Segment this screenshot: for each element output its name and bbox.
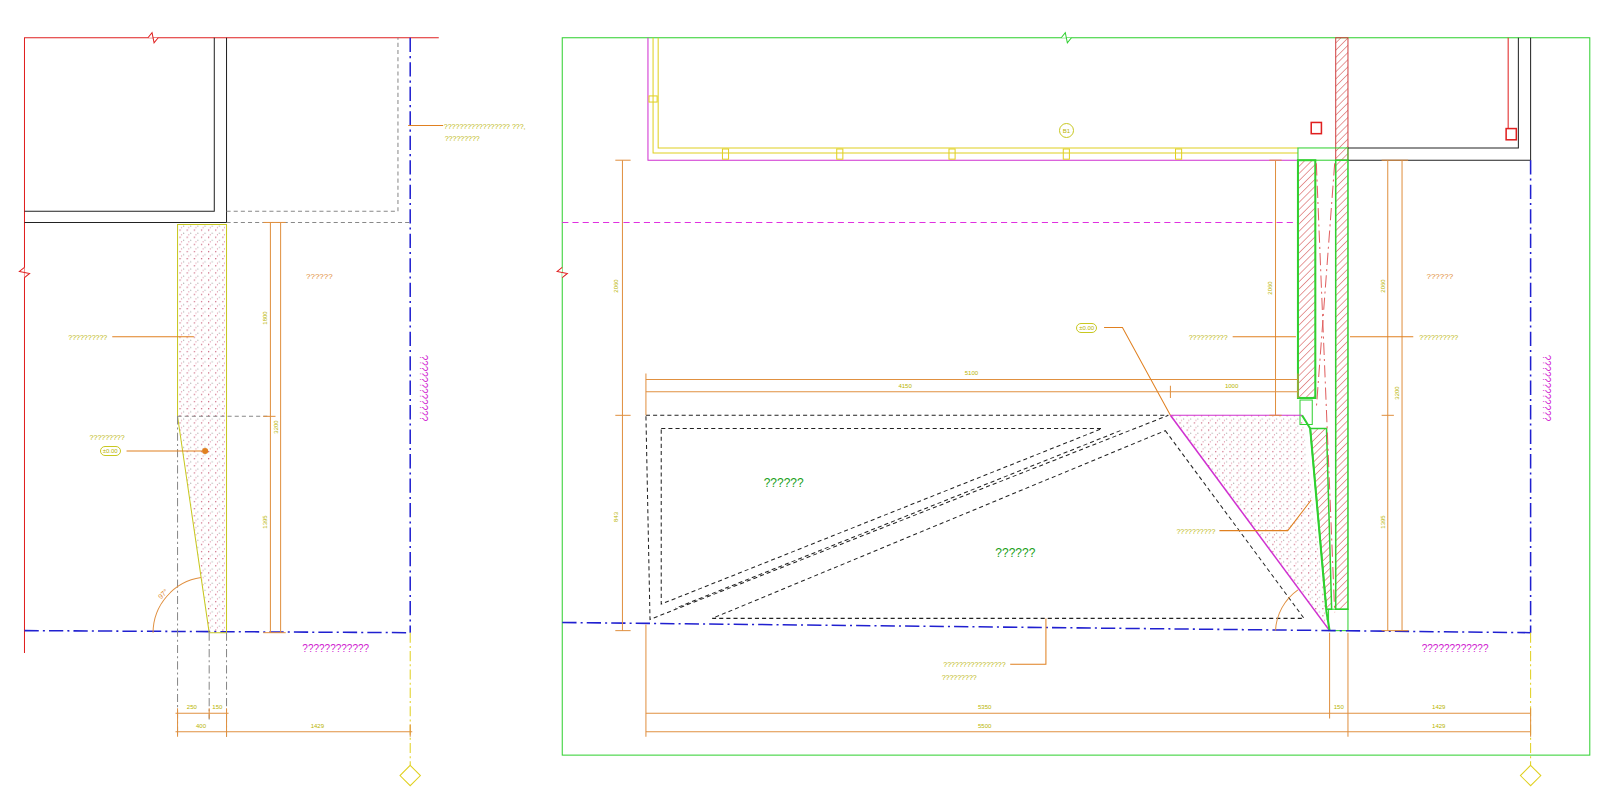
annotation-text: ?????????? [1188, 333, 1229, 340]
annotation-text: ?????? [1425, 273, 1454, 281]
area-label: ?????? [761, 475, 807, 491]
elevation-tag: ±0.00 [100, 446, 121, 456]
node-text: ?????? [764, 477, 804, 489]
annotation-text: ?????????? [1418, 333, 1459, 340]
node-text: ±0.00 [103, 448, 118, 454]
rotated-annotation: 1800 [262, 311, 268, 326]
elevation-tag: ±0.00 [1076, 323, 1097, 333]
annotation-text: 150 [1333, 704, 1345, 710]
annotation-text: 1429 [1431, 704, 1446, 710]
annotation-text: 5500 [977, 723, 992, 729]
annotation-text: ????????? [941, 673, 978, 680]
annotation-text: 1429 [1431, 723, 1446, 729]
rotated-annotation: 843 [613, 511, 619, 523]
annotation-text: ?????????? [67, 333, 108, 340]
rotated-annotation: 3200 [1394, 385, 1400, 400]
annotation-text: 1429 [310, 723, 325, 729]
node-text: B1 [1063, 128, 1070, 134]
annotation-text: 400 [195, 723, 207, 729]
annotation-text: ???????????????? [942, 661, 1006, 668]
annotation-text: 150 [211, 704, 223, 710]
annotation-text: ???????????? [1421, 644, 1490, 654]
rotated-annotation: 1395 [1380, 515, 1386, 530]
rotated-annotation: 97° [156, 587, 170, 601]
rotated-annotation: 1395 [262, 515, 268, 530]
rotated-annotation: 2060 [1380, 278, 1386, 293]
annotation-text: ?????????? [1175, 527, 1216, 534]
rotated-annotation: 3200 [273, 419, 279, 434]
annotation-text: 1000 [1224, 383, 1239, 389]
rotated-annotation: ???????????? [418, 353, 428, 422]
rotated-annotation: 2060 [1267, 280, 1273, 295]
rotated-annotation: ???????????? [1541, 353, 1551, 422]
annotation-text: ????????? [444, 134, 481, 141]
annotation-text: ????????? [89, 433, 126, 440]
annotation-text: 4150 [897, 383, 912, 389]
annotation-text: ?????? [305, 273, 334, 281]
annotation-text: ???????????? [301, 644, 370, 654]
rotated-annotation: 2060 [613, 278, 619, 293]
grid-axis-bubble: B1 [1059, 123, 1074, 138]
area-label: ?????? [992, 545, 1038, 561]
annotation-text: ????????????????? ???, [443, 122, 527, 129]
annotation-text: 5350 [977, 704, 992, 710]
node-text: ±0.00 [1079, 325, 1094, 331]
annotation-text: 250 [186, 704, 198, 710]
annotation-text: 5100 [964, 370, 979, 376]
node-text: ?????? [995, 547, 1035, 559]
